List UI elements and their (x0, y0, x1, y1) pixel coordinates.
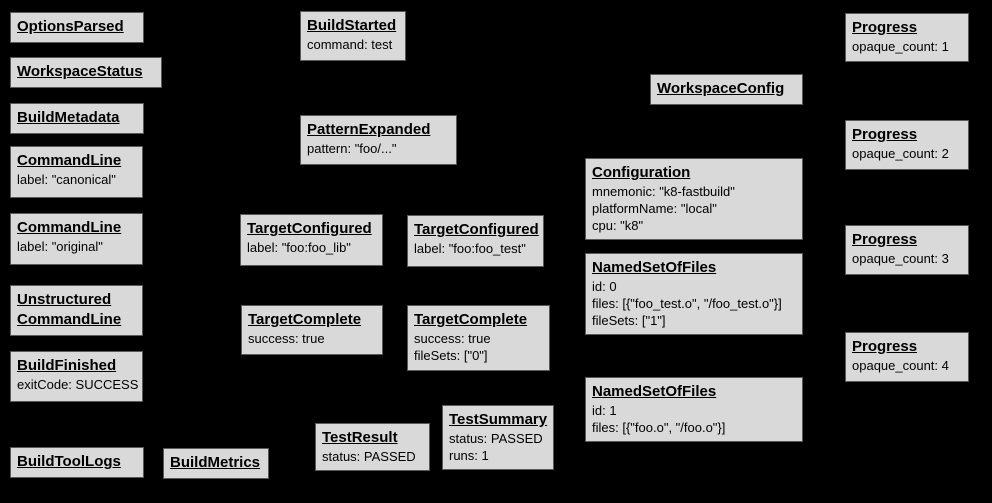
event-title: TestResult (322, 429, 398, 446)
event-title: BuildFinished (17, 357, 117, 374)
event-box-progress-4: Progress opaque_count: 4 (845, 332, 969, 382)
event-box-progress-1: Progress opaque_count: 1 (845, 13, 969, 62)
event-field: opaque_count: 3 (852, 251, 949, 266)
event-field: opaque_count: 1 (852, 39, 949, 54)
event-field: runs: 1 (449, 448, 489, 463)
event-box-target-complete-lib: TargetComplete success: true (241, 305, 383, 355)
event-field: success: true (414, 331, 491, 346)
event-title: Progress (852, 231, 918, 248)
event-title: Progress (852, 19, 918, 36)
event-title: Progress (852, 126, 918, 143)
event-title: Configuration (592, 164, 691, 181)
event-field: platformName: "local" (592, 201, 717, 216)
event-field: files: [{"foo.o", "/foo.o"}] (592, 420, 726, 435)
event-title: TestSummary (449, 411, 548, 428)
event-box-workspace-config: WorkspaceConfig (650, 74, 803, 105)
event-box-workspace-status: WorkspaceStatus (10, 57, 162, 88)
event-field: exitCode: SUCCESS (17, 377, 139, 392)
event-title: NamedSetOfFiles (592, 259, 717, 276)
event-title: Progress (852, 338, 918, 355)
event-box-build-started: BuildStarted command: test (300, 11, 406, 61)
event-field: id: 1 (592, 403, 617, 418)
event-title: PatternExpanded (307, 121, 431, 138)
event-field: pattern: "foo/..." (307, 141, 397, 156)
event-box-command-line-original: CommandLine label: "original" (10, 213, 143, 265)
event-box-named-set-of-files-1: NamedSetOfFiles id: 1 files: [{"foo.o", "/… (585, 377, 803, 442)
event-title: CommandLine (17, 152, 122, 169)
event-title: TargetComplete (414, 311, 528, 328)
event-box-target-complete-test: TargetComplete success: true fileSets: ["0… (407, 305, 550, 371)
event-box-target-configured-test: TargetConfigured label: "foo:foo_test" (407, 215, 544, 267)
event-title: BuildMetadata (17, 109, 120, 126)
event-title: CommandLine (17, 311, 122, 328)
event-box-test-summary: TestSummary status: PASSED runs: 1 (442, 405, 554, 470)
event-box-options-parsed: OptionsParsed (10, 12, 144, 43)
event-box-target-configured-lib: TargetConfigured label: "foo:foo_lib" (240, 214, 383, 266)
event-title: BuildMetrics (170, 454, 261, 471)
event-title: WorkspaceConfig (657, 80, 785, 97)
event-title: NamedSetOfFiles (592, 383, 717, 400)
event-box-build-finished: BuildFinished exitCode: SUCCESS (10, 351, 143, 402)
event-field: label: "foo:foo_test" (414, 241, 526, 256)
event-box-test-result: TestResult status: PASSED (315, 423, 430, 471)
event-field: label: "foo:foo_lib" (247, 240, 351, 255)
event-field: status: PASSED (322, 449, 416, 464)
event-field: fileSets: ["0"] (414, 348, 488, 363)
event-field: opaque_count: 4 (852, 358, 949, 373)
event-field: mnemonic: "k8-fastbuild" (592, 184, 735, 199)
event-title: CommandLine (17, 219, 122, 236)
event-field: id: 0 (592, 279, 617, 294)
event-box-build-tool-logs: BuildToolLogs (10, 447, 144, 478)
event-field: opaque_count: 2 (852, 146, 949, 161)
event-title: WorkspaceStatus (17, 63, 143, 80)
event-field: fileSets: ["1"] (592, 313, 666, 328)
event-box-progress-3: Progress opaque_count: 3 (845, 225, 969, 275)
event-title: TargetConfigured (414, 221, 539, 238)
event-box-named-set-of-files-0: NamedSetOfFiles id: 0 files: [{"foo_test.o… (585, 253, 803, 335)
event-title: OptionsParsed (17, 18, 124, 35)
event-field: command: test (307, 37, 393, 52)
event-title: BuildToolLogs (17, 453, 121, 470)
event-title: BuildStarted (307, 17, 397, 34)
event-box-build-metadata: BuildMetadata (10, 103, 144, 134)
event-field: success: true (248, 331, 325, 346)
event-field: status: PASSED (449, 431, 543, 446)
event-box-command-line-canonical: CommandLine label: "canonical" (10, 146, 143, 198)
event-box-pattern-expanded: PatternExpanded pattern: "foo/..." (300, 115, 457, 165)
event-title: TargetComplete (248, 311, 362, 328)
event-box-build-metrics: BuildMetrics (163, 448, 269, 479)
event-box-progress-2: Progress opaque_count: 2 (845, 120, 969, 170)
event-title: TargetConfigured (247, 220, 372, 237)
event-field: cpu: "k8" (592, 218, 644, 233)
event-field: label: "canonical" (17, 172, 116, 187)
event-title: Unstructured (17, 291, 112, 308)
event-box-configuration: Configuration mnemonic: "k8-fastbuild" pla… (585, 158, 803, 240)
event-field: files: [{"foo_test.o", "/foo_test.o"}] (592, 296, 782, 311)
event-field: label: "original" (17, 239, 103, 254)
